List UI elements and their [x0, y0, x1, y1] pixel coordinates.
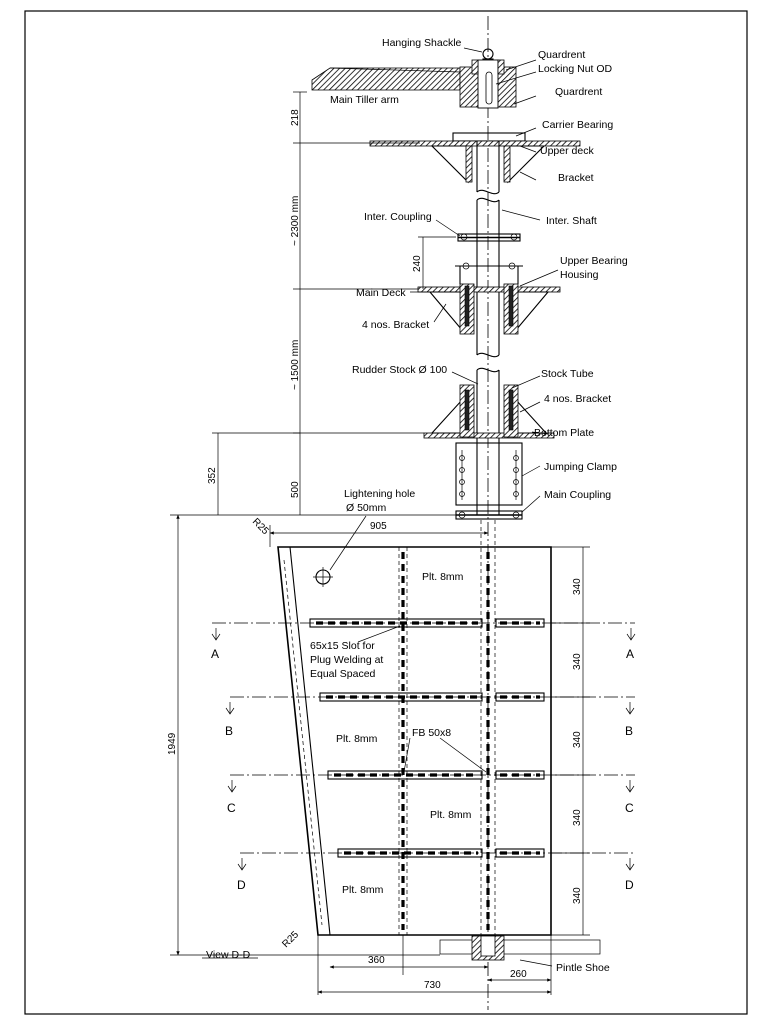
callout-labels: Hanging Shackle Quardrent Locking Nut OD…	[206, 37, 628, 974]
dim-500: 500	[290, 481, 301, 498]
label-main-coupling: Main Coupling	[544, 489, 611, 501]
label-lightening-hole-dia: Ø 50mm	[346, 502, 387, 514]
label-slot-note-3: Equal Spaced	[310, 668, 376, 680]
dimension-lines	[170, 91, 590, 995]
section-b-right: B	[625, 724, 633, 738]
label-bracket: Bracket	[558, 172, 594, 184]
label-inter-coupling: Inter. Coupling	[364, 211, 432, 223]
dim-r25-bottom: R25	[280, 929, 301, 950]
quadrant-assembly	[311, 48, 517, 109]
dim-2300: ~ 2300 mm	[290, 196, 301, 246]
label-4nos-bracket-upper: 4 nos. Bracket	[362, 319, 429, 331]
dim-1500: ~ 1500 mm	[290, 340, 301, 390]
dim-1949: 1949	[167, 732, 178, 755]
label-pintle-shoe: Pintle Shoe	[556, 962, 610, 974]
section-a-left: A	[211, 647, 219, 661]
label-quardrent: Quardrent	[555, 86, 602, 98]
dim-352: 352	[207, 467, 218, 484]
section-markers: A A B B C C D D	[211, 647, 634, 892]
dim-240: 240	[412, 255, 423, 272]
label-slot-note-2: Plug Welding at	[310, 654, 383, 666]
label-carrier-bearing: Carrier Bearing	[542, 119, 613, 131]
label-bottom-plate: Bottom Plate	[534, 427, 594, 439]
label-lightening-hole: Lightening hole	[344, 488, 415, 500]
label-fb: FB 50x8	[412, 727, 451, 739]
inter-shaft	[457, 197, 521, 355]
dim-905: 905	[370, 521, 387, 532]
label-plt-4: Plt. 8mm	[342, 884, 384, 896]
dim-260: 260	[510, 969, 527, 980]
label-locking-nut: Locking Nut OD	[538, 63, 613, 75]
dim-340-3: 340	[572, 731, 583, 748]
dim-360: 360	[368, 955, 385, 966]
label-quardrent-top: Quardrent	[538, 49, 585, 61]
label-view-dd: View D-D	[206, 949, 251, 961]
label-rudder-stock: Rudder Stock Ø 100	[352, 364, 447, 376]
section-a-right: A	[626, 647, 634, 661]
label-inter-shaft: Inter. Shaft	[546, 215, 597, 227]
section-d-right: D	[625, 878, 634, 892]
dim-340-5: 340	[572, 887, 583, 904]
dim-r25-top: R25	[250, 516, 271, 537]
label-upper-bearing: Upper Bearing	[560, 255, 628, 267]
stock-tube-assembly	[423, 367, 555, 520]
section-c-right: C	[625, 801, 634, 815]
label-slot-note-1: 65x15 Slot for	[310, 640, 375, 652]
label-plt-1: Plt. 8mm	[422, 571, 464, 583]
dimension-text: 218 ~ 2300 mm 240 ~ 1500 mm 352 500 905 …	[167, 109, 583, 991]
carrier-bearing-assembly	[369, 132, 581, 195]
label-main-tiller-arm: Main Tiller arm	[330, 94, 399, 106]
label-housing: Housing	[560, 269, 599, 281]
upper-bearing-housing	[417, 262, 561, 358]
dim-340-2: 340	[572, 653, 583, 670]
section-d-left: D	[237, 878, 246, 892]
leader-lines	[202, 47, 559, 967]
rudder-blade	[277, 520, 601, 961]
dim-730: 730	[424, 980, 441, 991]
label-jumping-clamp: Jumping Clamp	[544, 461, 617, 473]
dim-340-4: 340	[572, 809, 583, 826]
label-plt-2: Plt. 8mm	[336, 733, 378, 745]
label-main-deck: Main Deck	[356, 287, 406, 299]
drawing-border	[24, 10, 748, 1015]
section-c-left: C	[227, 801, 236, 815]
label-upper-deck: Upper deck	[540, 145, 594, 157]
label-4nos-bracket-lower: 4 nos. Bracket	[544, 393, 611, 405]
label-hanging-shackle: Hanging Shackle	[382, 37, 462, 49]
dim-340-1: 340	[572, 578, 583, 595]
label-stock-tube: Stock Tube	[541, 368, 594, 380]
dim-218: 218	[290, 109, 301, 126]
section-b-left: B	[225, 724, 233, 738]
label-plt-3: Plt. 8mm	[430, 809, 472, 821]
